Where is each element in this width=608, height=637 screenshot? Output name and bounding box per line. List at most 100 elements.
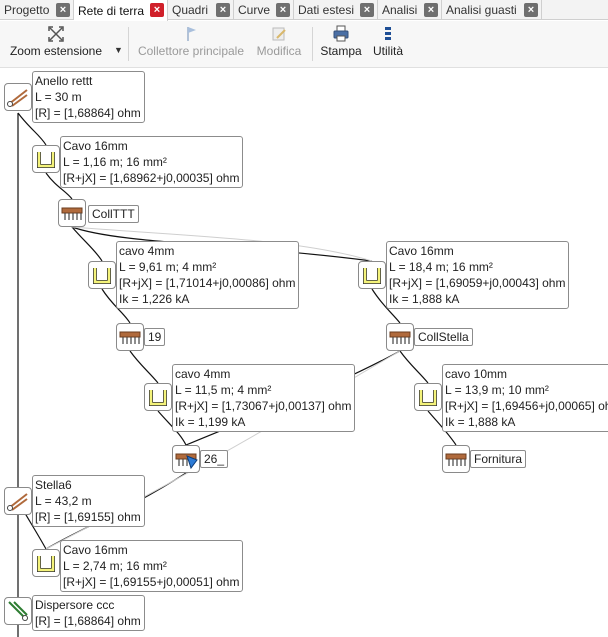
collttt-label[interactable]: CollTTT <box>88 205 139 223</box>
dispersore-info[interactable]: Dispersore ccc [R] = [1,68864] ohm <box>32 595 145 631</box>
node-name: cavo 10mm <box>445 367 508 381</box>
cable-icon[interactable] <box>144 383 172 411</box>
tab-quadri[interactable]: Quadri × <box>168 0 234 20</box>
node-name: cavo 4mm <box>119 244 175 258</box>
node-short-circuit: Ik = 1,226 kA <box>119 292 190 306</box>
node-resistance: [R] = [1,68864] ohm <box>35 106 141 120</box>
network-canvas[interactable]: Anello rettt L = 30 m [R] = [1,68864] oh… <box>0 69 608 637</box>
close-icon[interactable]: × <box>150 3 164 17</box>
node-name: Cavo 16mm <box>63 543 128 557</box>
close-icon[interactable]: × <box>216 3 230 17</box>
toolbar-divider <box>312 27 313 61</box>
print-button[interactable]: Stampa <box>318 24 364 64</box>
collector-icon[interactable] <box>172 445 200 473</box>
collector-main-button[interactable]: Collettore principale <box>136 24 246 64</box>
utility-button[interactable]: Utilità <box>368 24 408 64</box>
close-icon[interactable]: × <box>360 3 374 17</box>
collector-main-label: Collettore principale <box>137 44 245 58</box>
close-icon[interactable]: × <box>424 3 438 17</box>
node-length: L = 13,9 m; 10 mm² <box>445 383 549 397</box>
tab-label: Analisi <box>382 3 418 17</box>
collector-icon[interactable] <box>442 445 470 473</box>
cable-icon[interactable] <box>358 261 386 289</box>
node-length: L = 18,4 m; 16 mm² <box>389 260 493 274</box>
modify-button[interactable]: Modifica <box>252 24 306 64</box>
close-icon[interactable]: × <box>276 3 290 17</box>
cavo5-info[interactable]: cavo 10mm L = 13,9 m; 10 mm² [R+jX] = [1… <box>442 364 608 432</box>
cavo3-info[interactable]: Cavo 16mm L = 18,4 m; 16 mm² [R+jX] = [1… <box>386 241 570 309</box>
node-name: Cavo 16mm <box>389 244 454 258</box>
cable-icon[interactable] <box>414 383 442 411</box>
flag-icon <box>187 27 196 41</box>
node-short-circuit: Ik = 1,199 kA <box>175 415 246 429</box>
node-length: L = 30 m <box>35 90 82 104</box>
zoom-extent-label: Zoom estensione <box>9 44 103 58</box>
printer-icon <box>333 25 349 42</box>
collstella-label[interactable]: CollStella <box>414 328 473 346</box>
tab-label: Analisi guasti <box>446 3 517 17</box>
modify-label: Modifica <box>256 44 302 58</box>
node-name: cavo 4mm <box>175 367 231 381</box>
node-name: Cavo 16mm <box>63 139 128 153</box>
node-name: Dispersore ccc <box>35 598 115 612</box>
node-short-circuit: Ik = 1,888 kA <box>389 292 460 306</box>
dispersore-icon[interactable] <box>4 597 32 625</box>
tab-curve[interactable]: Curve × <box>234 0 294 20</box>
print-label: Stampa <box>320 44 362 58</box>
node-length: L = 43,2 m <box>35 494 92 508</box>
tab-label: Rete di terra <box>78 3 145 18</box>
zoom-extent-button[interactable]: Zoom estensione <box>8 24 104 64</box>
node-length: L = 1,16 m; 16 mm² <box>63 155 167 169</box>
tab-dati-estesi[interactable]: Dati estesi × <box>294 0 378 20</box>
cable-icon[interactable] <box>88 261 116 289</box>
star-electrode-icon[interactable] <box>4 487 32 515</box>
toolbar-divider <box>128 27 129 61</box>
tab-rete-di-terra[interactable]: Rete di terra × <box>74 0 168 21</box>
node-name: Anello rettt <box>35 74 93 88</box>
tab-label: Progetto <box>4 3 50 17</box>
cavo4-info[interactable]: cavo 4mm L = 11,5 m; 4 mm² [R+jX] = [1,7… <box>172 364 356 432</box>
tab-bar: Progetto × Rete di terra × Quadri × Curv… <box>0 0 608 21</box>
cavo6-info[interactable]: Cavo 16mm L = 2,74 m; 16 mm² [R+jX] = [1… <box>60 540 244 592</box>
node-impedance: [R+jX] = [1,69059+j0,00043] ohm <box>389 276 566 290</box>
cable-icon[interactable] <box>32 549 60 577</box>
node-short-circuit: Ik = 1,888 kA <box>445 415 516 429</box>
node-resistance: [R] = [1,69155] ohm <box>35 510 141 524</box>
tab-analisi-guasti[interactable]: Analisi guasti × <box>442 0 542 20</box>
cavo1-info[interactable]: Cavo 16mm L = 1,16 m; 16 mm² [R+jX] = [1… <box>60 136 244 188</box>
cavo2-info[interactable]: cavo 4mm L = 9,61 m; 4 mm² [R+jX] = [1,7… <box>116 241 300 309</box>
fornitura-label[interactable]: Fornitura <box>470 450 527 468</box>
tab-label: Curve <box>238 3 271 17</box>
node-impedance: [R+jX] = [1,68962+j0,00035] ohm <box>63 171 240 185</box>
node-impedance: [R+jX] = [1,69155+j0,00051] ohm <box>63 575 240 589</box>
tab-label: Dati estesi <box>298 3 355 17</box>
node-impedance: [R+jX] = [1,73067+j0,00137] ohm <box>175 399 352 413</box>
node-impedance: [R+jX] = [1,71014+j0,00086] ohm <box>119 276 296 290</box>
node-26-label[interactable]: 26_ <box>200 450 229 468</box>
close-icon[interactable]: × <box>524 3 538 17</box>
node-length: L = 11,5 m; 4 mm² <box>175 383 272 397</box>
close-icon[interactable]: × <box>56 3 70 17</box>
zoom-extent-icon <box>48 26 64 42</box>
collector-icon[interactable] <box>386 323 414 351</box>
utility-icon <box>385 27 391 40</box>
toolbar: Zoom estensione ▼ Collettore principale … <box>0 21 608 68</box>
tab-progetto[interactable]: Progetto × <box>0 0 74 20</box>
anello-info[interactable]: Anello rettt L = 30 m [R] = [1,68864] oh… <box>32 71 145 123</box>
collector-icon[interactable] <box>58 199 86 227</box>
node-length: L = 9,61 m; 4 mm² <box>119 260 217 274</box>
chevron-down-icon[interactable]: ▼ <box>114 45 123 55</box>
node-length: L = 2,74 m; 16 mm² <box>63 559 167 573</box>
collector-icon[interactable] <box>116 323 144 351</box>
node-19-label[interactable]: 19 <box>144 328 166 346</box>
tab-label: Quadri <box>172 3 209 17</box>
stella6-info[interactable]: Stella6 L = 43,2 m [R] = [1,69155] ohm <box>32 475 145 527</box>
edit-icon <box>272 27 286 41</box>
utility-label: Utilità <box>372 44 403 58</box>
node-resistance: [R] = [1,68864] ohm <box>35 614 141 628</box>
tab-analisi[interactable]: Analisi × <box>378 0 442 20</box>
node-name: Stella6 <box>35 478 72 492</box>
cable-icon[interactable] <box>32 145 60 173</box>
ring-electrode-icon[interactable] <box>4 83 32 111</box>
node-impedance: [R+jX] = [1,69456+j0,00065] ohm <box>445 399 608 413</box>
